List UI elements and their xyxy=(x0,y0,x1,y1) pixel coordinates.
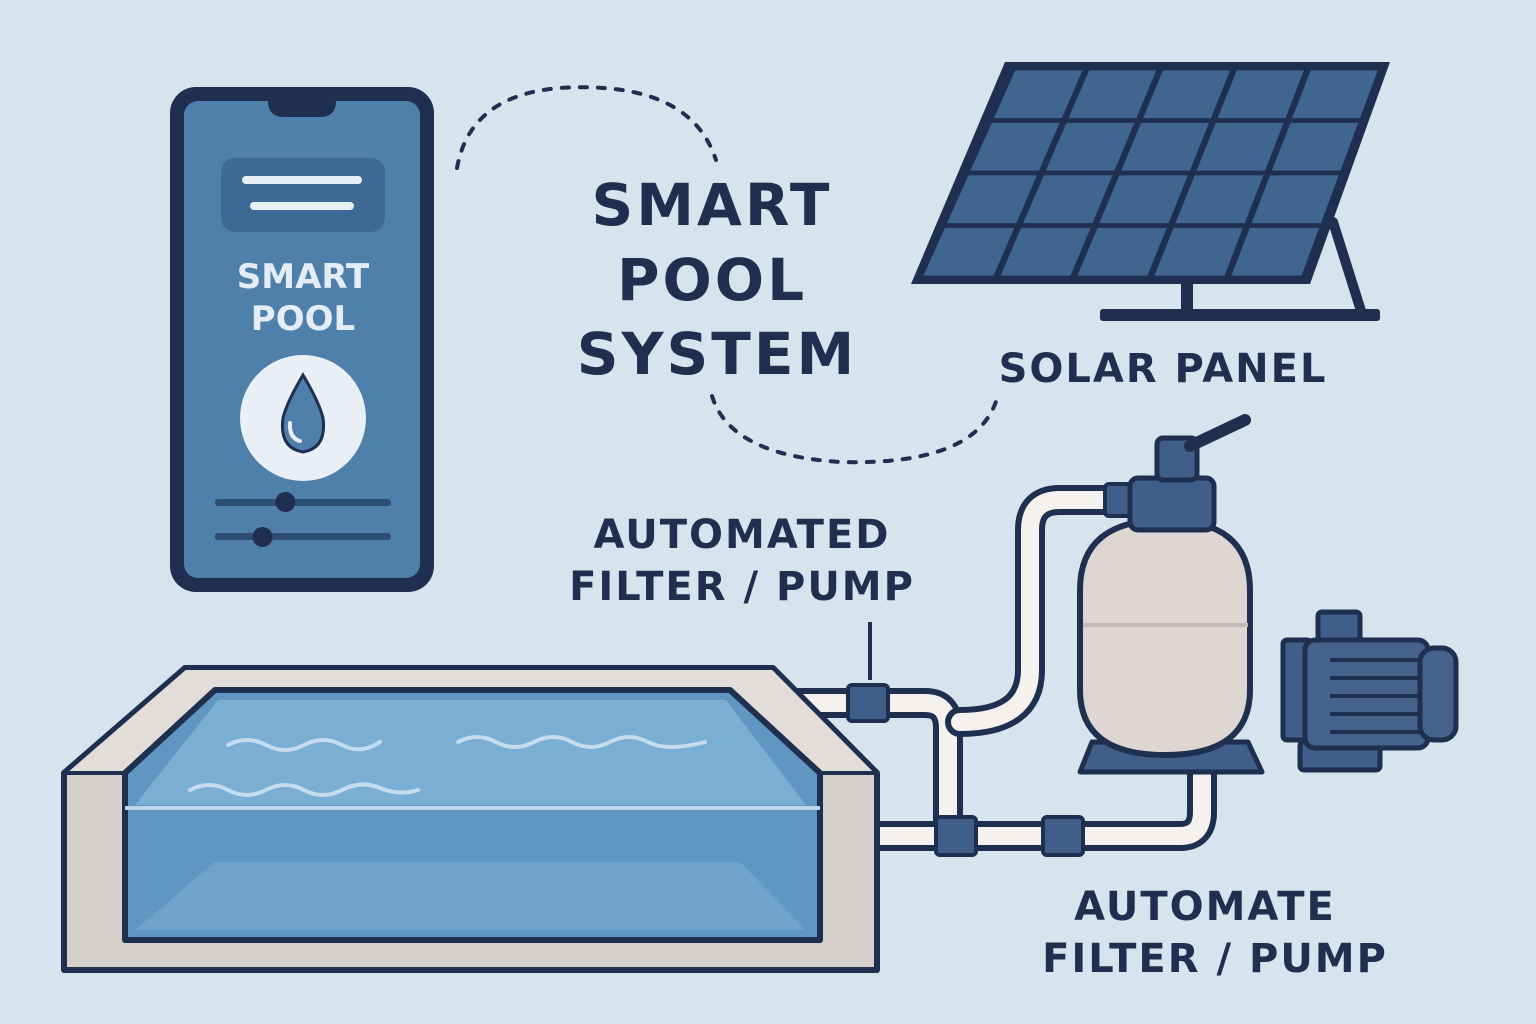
phone-label-line1: SMART xyxy=(237,257,370,297)
filter-label-bottom-line1: AUTOMATE xyxy=(1074,884,1336,930)
pool xyxy=(61,665,880,973)
slider-2[interactable] xyxy=(215,527,391,547)
title-line2: POOL xyxy=(617,246,807,314)
filter-label-bottom-line2: FILTER / PUMP xyxy=(1042,936,1388,982)
water-waves xyxy=(188,735,707,797)
solar-cell xyxy=(970,122,1060,171)
solar-cell xyxy=(1099,175,1188,224)
solar-cell xyxy=(947,175,1037,224)
valve-handle[interactable] xyxy=(1184,414,1251,452)
solar-cell xyxy=(1196,122,1284,171)
dotted-connector-title-to-solar xyxy=(710,393,1000,465)
solar-cell xyxy=(1023,175,1113,224)
solar-cell xyxy=(1292,70,1378,119)
pipes xyxy=(775,485,1217,851)
phone-label-line2: POOL xyxy=(251,299,355,339)
solar-cell xyxy=(1077,227,1167,276)
solar-panel-icon xyxy=(911,62,1390,321)
pump-motor xyxy=(1280,609,1459,773)
phone-notch xyxy=(268,101,336,117)
smartphone: SMART POOL xyxy=(170,87,434,592)
title-line3: SYSTEM xyxy=(577,320,857,388)
filter-label-top-line1: AUTOMATED xyxy=(594,512,891,558)
solar-cell xyxy=(1175,175,1264,224)
solar-cell xyxy=(1068,70,1157,119)
sand-filter xyxy=(1077,414,1265,775)
slider-1-knob[interactable] xyxy=(275,492,296,512)
solar-cell xyxy=(1121,122,1209,171)
solar-cell xyxy=(1000,227,1091,276)
pipe-couplings xyxy=(846,482,1135,857)
slider-2-knob[interactable] xyxy=(252,527,273,547)
solar-cell xyxy=(993,70,1083,119)
solar-cell xyxy=(1045,122,1135,171)
solar-cell xyxy=(923,227,1015,276)
solar-panel-label: SOLAR PANEL xyxy=(999,346,1328,392)
title-line1: SMART xyxy=(592,171,833,239)
menu-icon[interactable] xyxy=(221,158,385,232)
solar-cell xyxy=(1271,122,1359,171)
solar-cell xyxy=(1154,227,1243,276)
dotted-connector-phone-to-title xyxy=(455,85,718,170)
water-drop-icon[interactable] xyxy=(240,355,366,481)
filter-label-top-line2: FILTER / PUMP xyxy=(569,564,915,610)
solar-cells xyxy=(923,70,1378,276)
solar-cell xyxy=(1231,227,1320,276)
solar-cell xyxy=(1143,70,1231,119)
slider-1[interactable] xyxy=(215,492,391,512)
solar-cell xyxy=(1251,175,1339,224)
solar-cell xyxy=(1217,70,1304,119)
